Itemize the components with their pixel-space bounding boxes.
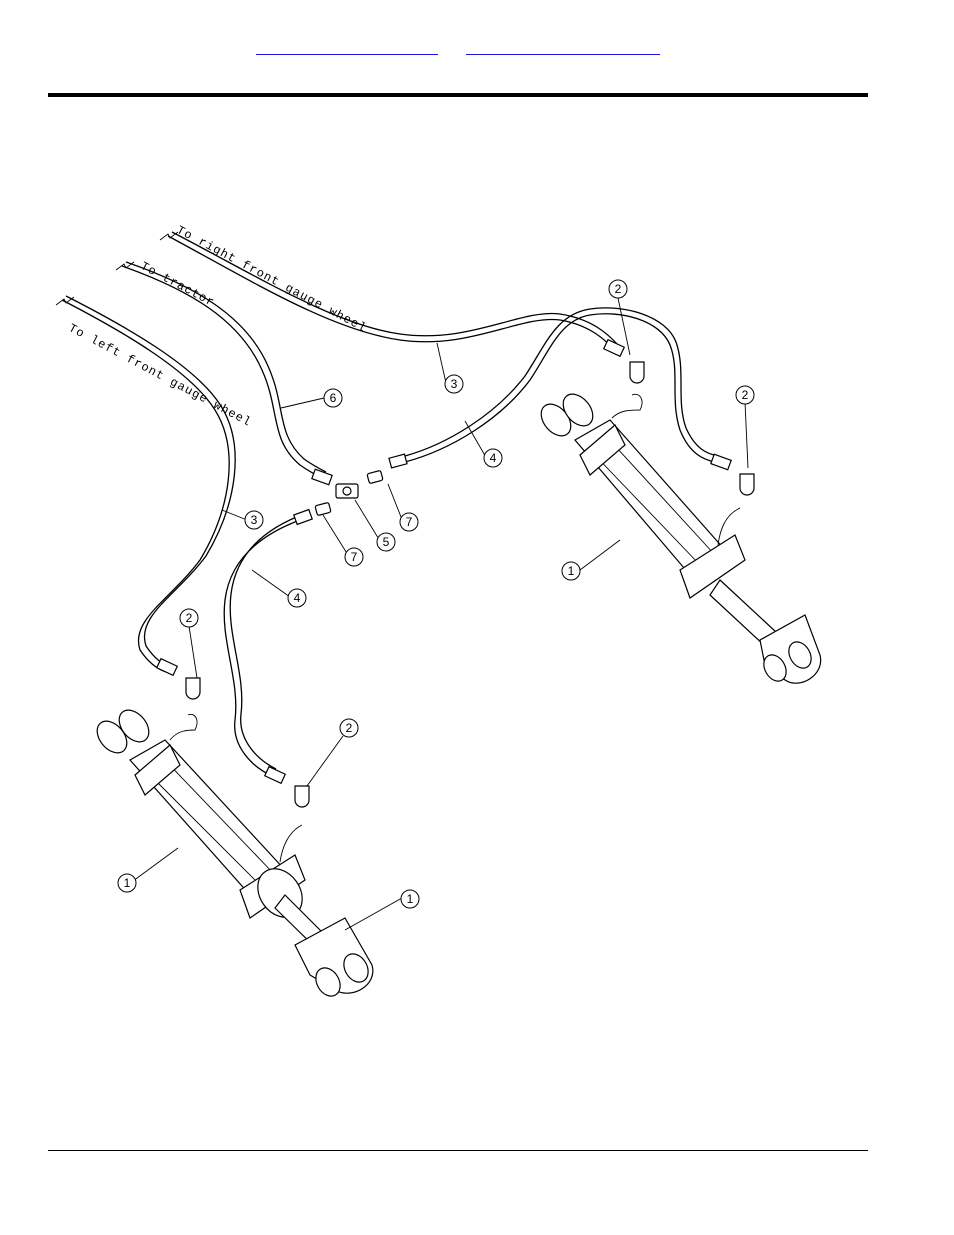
header-link-2[interactable] <box>466 38 660 55</box>
elbow-fittings <box>185 361 755 808</box>
note-right-front: To right front gauge wheel <box>174 223 369 335</box>
callout-c1: 2 <box>608 279 628 299</box>
note-left-front: To left front gauge wheel <box>66 321 254 430</box>
callout-c6: 7 <box>399 512 419 532</box>
callout-c14-label: 1 <box>124 876 131 890</box>
left-cylinder <box>96 709 374 997</box>
callout-c4: 6 <box>323 388 343 408</box>
callout-c14: 1 <box>117 873 137 893</box>
callout-c3-label: 3 <box>451 377 458 391</box>
leader-lines <box>132 297 749 931</box>
callout-c8-label: 7 <box>351 550 358 564</box>
callout-c15: 1 <box>400 889 420 909</box>
callout-c12-label: 2 <box>186 611 193 625</box>
callout-c7-label: 5 <box>383 535 390 549</box>
hose-fittings <box>155 338 732 785</box>
callout-c5: 4 <box>483 448 503 468</box>
callout-c11-label: 1 <box>568 564 575 578</box>
callout-c2: 2 <box>735 385 755 405</box>
hose-4-lower <box>223 513 305 776</box>
callout-c1-label: 2 <box>615 282 622 296</box>
callout-c13-label: 2 <box>346 721 353 735</box>
right-cylinder <box>540 393 822 684</box>
header-link-1[interactable] <box>256 38 438 55</box>
header-rule <box>48 93 868 97</box>
callout-c10-label: 4 <box>294 591 301 605</box>
callout-c2-label: 2 <box>742 388 749 402</box>
callout-c6-label: 7 <box>406 515 413 529</box>
callout-c9: 3 <box>244 510 264 530</box>
callout-c15-label: 1 <box>407 892 414 906</box>
callout-c5-label: 4 <box>490 451 497 465</box>
callout-c9-label: 3 <box>251 513 258 527</box>
hose-right-front <box>167 231 619 351</box>
callout-c7: 5 <box>376 532 396 552</box>
hose-4-upper <box>404 307 719 463</box>
callout-c13: 2 <box>339 718 359 738</box>
callout-c3: 3 <box>444 374 464 394</box>
hose-left-front <box>61 295 236 673</box>
callout-c12: 2 <box>179 608 199 628</box>
callout-c4-label: 6 <box>330 391 337 405</box>
hose-tractor <box>121 261 327 479</box>
tee-fitting <box>314 470 384 516</box>
note-tractor: To tractor <box>138 259 217 310</box>
footer-rule <box>48 1150 868 1151</box>
callout-c10: 4 <box>287 588 307 608</box>
callout-c8: 7 <box>344 547 364 567</box>
callout-c11: 1 <box>561 561 581 581</box>
